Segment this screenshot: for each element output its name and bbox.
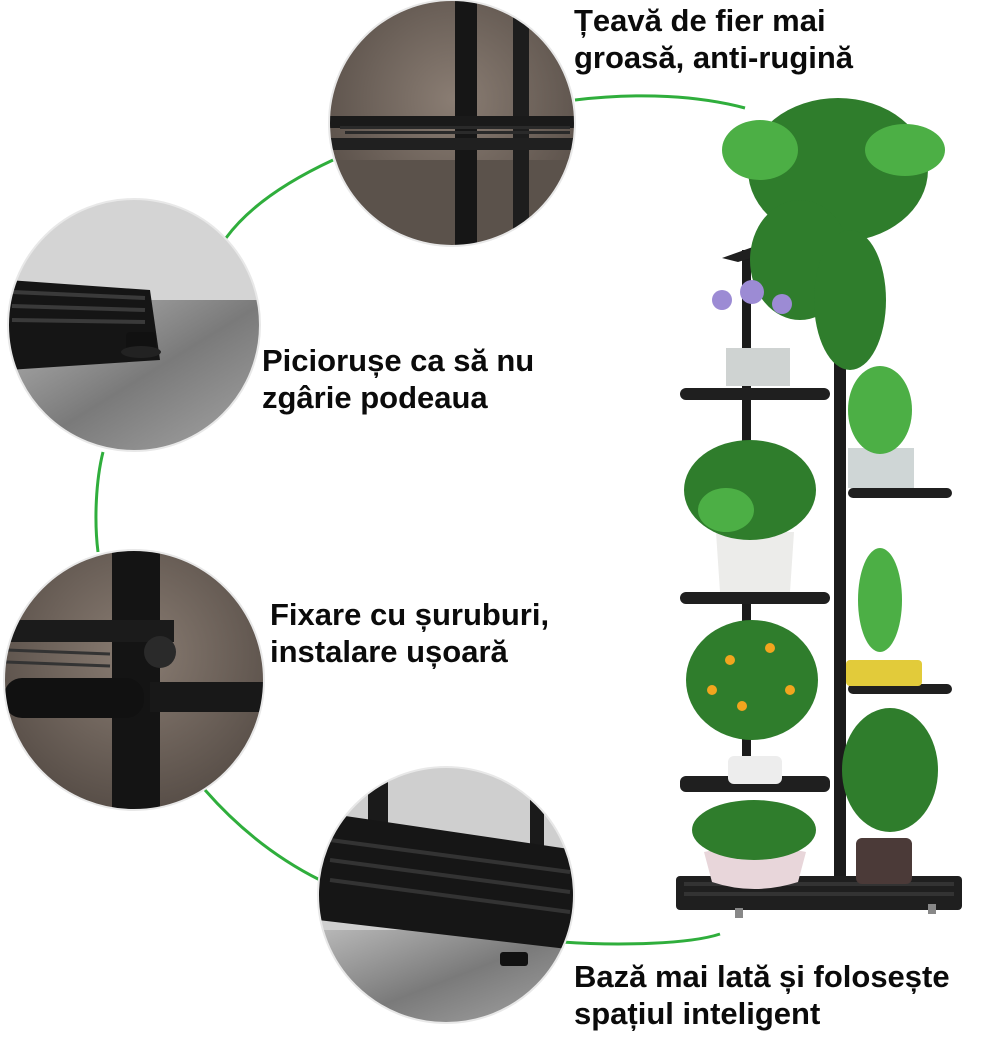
foot-pad-detail [8, 199, 260, 451]
connector-arc [94, 94, 746, 946]
joint-screw-detail [4, 550, 264, 810]
feature-caption-tube: Țeavă de fier mai groasă, anti-rugină [574, 2, 853, 76]
shelf-tube-detail [329, 0, 575, 246]
caption-line: Țeavă de fier mai [574, 3, 826, 38]
caption-line: Bază mai lată și folosește [574, 959, 950, 994]
feature-caption-feet: Piciorușe ca să nu zgârie podeaua [262, 342, 534, 416]
caption-line: Piciorușe ca să nu [262, 343, 535, 378]
caption-line: groasă, anti-rugină [574, 40, 854, 75]
feature-caption-base: Bază mai lată și folosește spațiul intel… [574, 958, 950, 1032]
feature-caption-screws: Fixare cu șuruburi, instalare ușoară [270, 596, 549, 670]
wide-base-detail [318, 767, 574, 1023]
caption-line: instalare ușoară [270, 634, 508, 669]
caption-line: Fixare cu șuruburi, [270, 597, 550, 632]
plant-stand [676, 98, 962, 918]
caption-line: spațiul inteligent [574, 996, 821, 1031]
caption-line: zgârie podeaua [262, 380, 488, 415]
